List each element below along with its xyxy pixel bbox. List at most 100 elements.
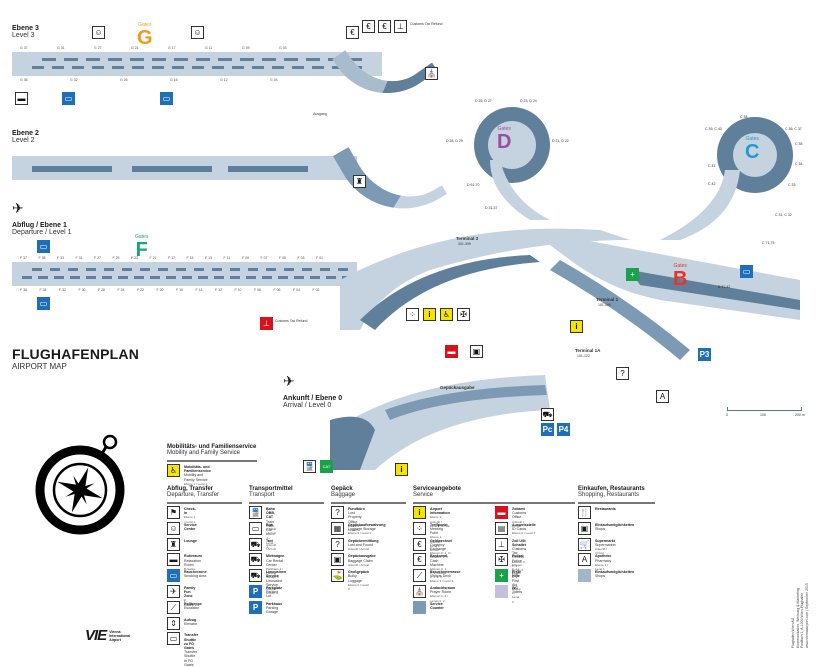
service-center-icon[interactable]: ☺ — [92, 26, 105, 39]
smoking-area-icon[interactable]: ▭ — [62, 92, 75, 105]
escalator-icon: ⟋ — [167, 600, 180, 614]
pharmacy-icon[interactable]: A — [656, 390, 669, 403]
legend-item-de: Polizei — [512, 554, 524, 559]
atm-icon[interactable]: € — [362, 20, 375, 33]
gate-label: F 11 — [223, 256, 231, 260]
legend-item-en: Lost Property Office — [348, 511, 362, 524]
customs-refund-label: Customs Tax Refund — [410, 22, 443, 26]
gate-label: F 22 — [137, 288, 145, 292]
information-icon[interactable]: i — [570, 320, 583, 333]
bus-icon: ▭ — [249, 521, 262, 535]
service-center-icon[interactable]: ☺ — [191, 26, 204, 39]
information-icon[interactable]: i — [423, 308, 436, 321]
legend-heading: Gepäck — [331, 486, 353, 492]
prayer-room-icon[interactable]: ⛪ — [425, 67, 438, 80]
legend-item-en: Mobility and Family Service — [184, 473, 208, 482]
train-icon[interactable]: 🚆 — [303, 460, 316, 473]
smoking-area-icon[interactable]: ▭ — [37, 240, 50, 253]
legend-item-de: Aufzug — [184, 617, 197, 622]
parking-pc-icon[interactable]: Pc — [541, 423, 554, 436]
gate-d-label: D 31-37 — [485, 206, 498, 210]
relaxation-room-icon[interactable]: ▬ — [15, 92, 28, 105]
legend-item-loc: Ebene 0 / Level 0 — [348, 582, 369, 591]
police-icon: ✠ — [495, 553, 508, 567]
currency-exchange-icon[interactable]: € — [378, 20, 391, 33]
gate-d-label: D 28, D 29 — [446, 139, 463, 143]
legend-item-en: Transfer Shuttle to FG Gates — [184, 650, 198, 667]
legend-item-en: Police — [512, 558, 522, 563]
parking-p4-icon[interactable]: P4 — [557, 423, 570, 436]
car-rental-icon[interactable]: ⛟ — [541, 408, 554, 421]
gate-label: F 03 — [297, 256, 305, 260]
legend-item-de: Mietwagen — [266, 554, 285, 559]
gate-label: G 37 — [20, 46, 28, 50]
restaurant-icon: 🍴 — [578, 506, 591, 519]
parking-p3-icon[interactable]: P3 — [698, 348, 711, 361]
meeting-point-icon[interactable]: ⁘ — [406, 308, 419, 321]
lounge-icon: ♜ — [167, 537, 180, 551]
first-aid-icon[interactable]: + — [626, 268, 639, 281]
tax-refund-icon[interactable]: ⊥ — [394, 20, 407, 33]
atm-icon[interactable]: € — [346, 26, 359, 39]
legend-item-loc: Ebene 0 / Level 0 — [512, 587, 521, 604]
legend-item-en: Shops — [595, 574, 606, 579]
wheelchair-icon[interactable]: ♿ — [440, 308, 453, 321]
taxi-icon: ⛟ — [249, 537, 262, 551]
shops-area-icon — [578, 569, 591, 583]
city-express-icon[interactable]: CAT — [320, 460, 333, 473]
legend-item-de: Service Counter — [430, 601, 444, 610]
gate-label: F 24 — [117, 288, 125, 292]
smoking-area-icon[interactable]: ▭ — [160, 92, 173, 105]
gate-label: F 07 — [260, 256, 268, 260]
pier-g-level3 — [12, 52, 382, 76]
legend-item-de: Bus — [266, 522, 273, 527]
lounge-icon[interactable]: ♜ — [353, 175, 366, 188]
shops-icon: ▣ — [578, 521, 591, 535]
service-counter-icon — [413, 600, 426, 614]
customs-office-icon: ▬ — [495, 506, 508, 519]
legend-divider — [167, 502, 242, 504]
gate-c-label: C 31, C 32 — [775, 213, 792, 217]
pier-c-shape — [660, 117, 793, 240]
gate-label: F 12 — [215, 288, 223, 292]
smoking-area-icon[interactable]: ▭ — [740, 265, 753, 278]
tax-refund-icon[interactable]: ⊥ — [260, 317, 273, 330]
id-cards-icon: ▤ — [495, 521, 508, 535]
baggage-claim-icon[interactable]: ▣ — [470, 345, 483, 358]
gates-label: Gates — [745, 136, 759, 142]
police-icon[interactable]: ✠ — [457, 308, 470, 321]
gate-label: G 31 — [57, 46, 65, 50]
legend-item-loc: Ankunft / Arrival — [266, 587, 278, 596]
legend-item-loc: Ebene 1 / Level 1 — [595, 562, 608, 571]
gates-label: Gates — [497, 126, 511, 132]
gate-label: F 16 — [176, 288, 184, 292]
customs-office-icon[interactable]: ▬ — [445, 345, 458, 358]
information-icon: i — [413, 506, 426, 519]
exit-label: Ausgang — [313, 112, 327, 116]
lost-property-icon[interactable]: ? — [616, 367, 629, 380]
legend-item-text: Restaurants — [595, 506, 616, 511]
pier-f — [12, 262, 357, 286]
arrival-title: Ankunft / Ebene 0 — [283, 395, 343, 402]
legend-item: 🍴 Restaurants — [578, 506, 616, 521]
smoking-area-icon[interactable]: ▭ — [37, 297, 50, 310]
legend-item-de: WC — [512, 586, 518, 590]
information-icon[interactable]: i — [395, 463, 408, 476]
car-rental-icon: ⛟ — [249, 553, 262, 567]
